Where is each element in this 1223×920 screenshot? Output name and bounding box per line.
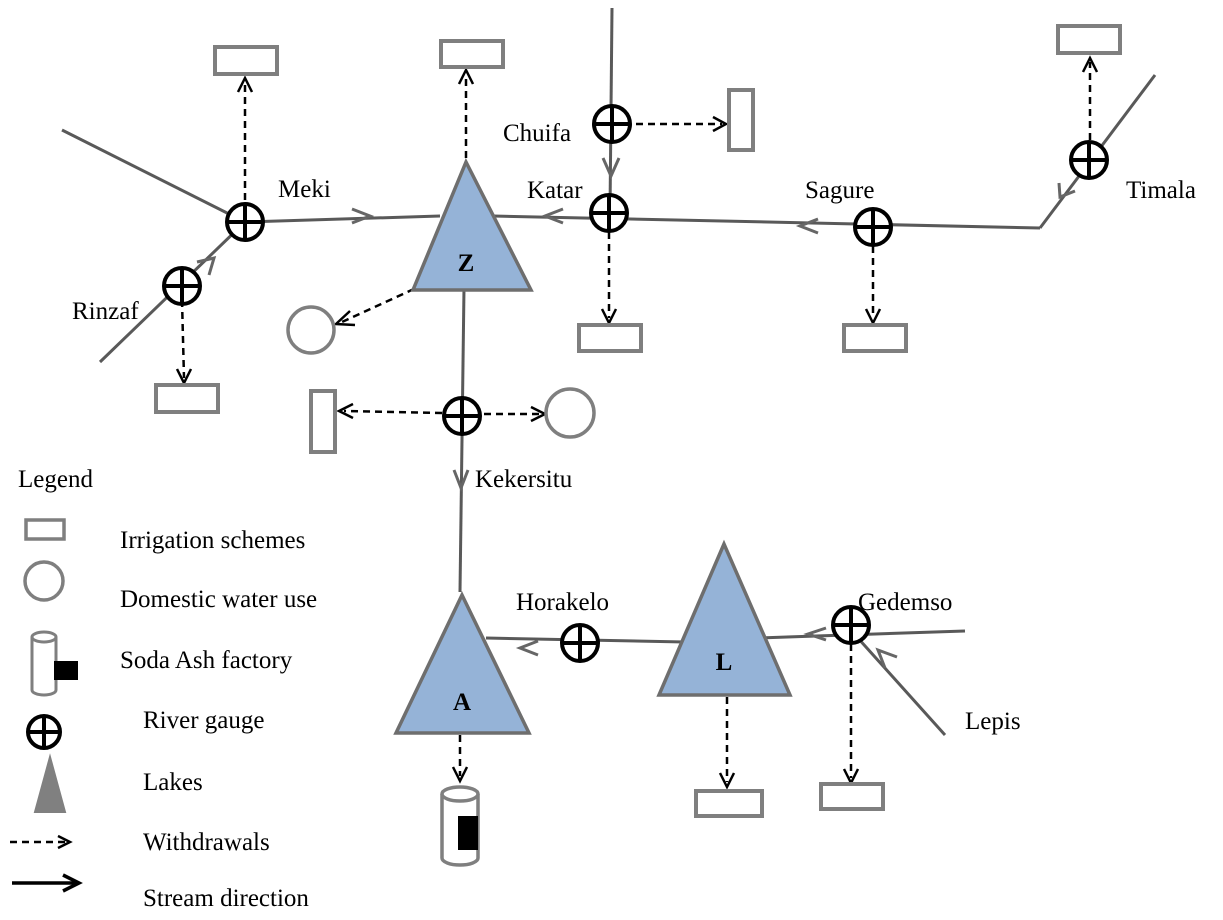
lake-z bbox=[410, 157, 534, 292]
station-label-meki: Meki bbox=[278, 176, 331, 203]
river-katar-sagure bbox=[492, 214, 1041, 230]
legend-label-soda-ash: Soda Ash factory bbox=[120, 647, 293, 674]
withdrawal-rinzaf-down bbox=[180, 299, 186, 379]
legend-irrigation-icon bbox=[24, 518, 66, 541]
river-meki bbox=[244, 214, 441, 224]
legend-label-irrigation: Irrigation schemes bbox=[120, 527, 305, 554]
legend-soda-ash-icon bbox=[30, 630, 78, 697]
river-gauge-sagure bbox=[853, 207, 893, 247]
legend-label-domestic: Domestic water use bbox=[120, 586, 317, 613]
irrigation-scheme bbox=[842, 323, 908, 353]
stream-arrow-sagure bbox=[795, 217, 819, 235]
withdrawal-meki-up-head bbox=[236, 75, 254, 93]
domestic-water-use bbox=[286, 305, 336, 355]
irrigation-scheme bbox=[154, 383, 220, 414]
river-gauge-gedemso bbox=[831, 605, 871, 645]
legend-withdrawal-icon bbox=[10, 834, 73, 850]
stream-arrow-gedemso bbox=[803, 626, 827, 642]
station-label-gedemso: Gedemso bbox=[858, 589, 952, 616]
station-labels: Meki Chuifa Katar Sagure Timala Rinzaf K… bbox=[72, 120, 1196, 735]
lakes: Z L A bbox=[393, 157, 793, 735]
irrigation-scheme bbox=[819, 782, 885, 811]
withdrawal-kekersitu-left-head bbox=[336, 402, 354, 420]
stream-arrow-katar bbox=[540, 207, 564, 225]
withdrawal-a-factory-head bbox=[451, 766, 469, 784]
withdrawal-z-domestic bbox=[341, 287, 415, 324]
stream-arrow-chuifa bbox=[601, 157, 621, 180]
irrigation-scheme bbox=[439, 39, 505, 69]
stream-arrow-rinzaf bbox=[196, 255, 217, 276]
irrigation-scheme bbox=[1056, 24, 1122, 55]
irrigation-scheme bbox=[694, 789, 764, 818]
withdrawal-z-up-head bbox=[457, 67, 475, 85]
legend-label-stream-direction: Stream direction bbox=[143, 885, 309, 912]
lake-l-label: L bbox=[716, 649, 733, 676]
withdrawal-kekersitu-left bbox=[343, 409, 443, 415]
withdrawal-chuifa-right-head bbox=[712, 115, 729, 133]
stream-arrow-meki bbox=[351, 207, 375, 225]
river-gauges bbox=[162, 104, 1109, 663]
station-label-sagure: Sagure bbox=[805, 177, 874, 204]
stream-arrow-lepis bbox=[875, 647, 898, 669]
river-gauge-kekersitu bbox=[442, 396, 482, 436]
withdrawal-l-down-head bbox=[718, 772, 736, 790]
legend-label-lakes: Lakes bbox=[143, 769, 203, 796]
stream-arrow-kekersitu bbox=[452, 469, 470, 493]
station-label-timala: Timala bbox=[1126, 177, 1196, 204]
river-meki-upper bbox=[61, 128, 246, 224]
lake-a-label: A bbox=[453, 689, 471, 716]
river-gauge-horakelo bbox=[560, 623, 600, 663]
river-gauge-meki bbox=[225, 202, 265, 242]
withdrawal-timala-up-head bbox=[1081, 55, 1099, 73]
river-kekersitu bbox=[458, 287, 466, 593]
soda-ash-factory bbox=[440, 785, 480, 867]
stream-arrow-timala bbox=[1057, 182, 1076, 200]
irrigation-scheme bbox=[213, 45, 279, 76]
irrigation-scheme bbox=[309, 389, 337, 454]
station-label-rinzaf: Rinzaf bbox=[72, 298, 139, 325]
legend-label-river-gauge: River gauge bbox=[143, 707, 264, 734]
river-gauge-timala bbox=[1069, 140, 1109, 180]
station-label-chuifa: Chuifa bbox=[503, 120, 571, 147]
domestic-water-uses bbox=[286, 305, 596, 439]
legend-river-gauge-icon bbox=[26, 714, 62, 750]
legend-title: Legend bbox=[18, 466, 93, 493]
irrigation-scheme bbox=[577, 323, 643, 353]
withdrawal-z-domestic-head bbox=[332, 310, 356, 327]
river-lepis bbox=[846, 625, 947, 737]
domestic-water-use bbox=[544, 387, 596, 439]
river-gauge-chuifa bbox=[592, 104, 632, 144]
station-label-horakelo: Horakelo bbox=[516, 589, 609, 616]
irrigation-schemes bbox=[154, 24, 1122, 818]
soda-ash-block bbox=[458, 816, 478, 850]
lake-a bbox=[393, 590, 532, 735]
lake-z-label: Z bbox=[458, 250, 475, 277]
legend-lake-icon bbox=[33, 753, 67, 813]
soda-ash-cylinder-top bbox=[440, 785, 480, 803]
lake-l bbox=[656, 539, 793, 697]
river-gauge-katar bbox=[589, 193, 629, 233]
river-gauge-rinzaf bbox=[162, 266, 202, 306]
legend: Legend Irrigation schemes Domestic water… bbox=[10, 466, 317, 912]
irrigation-scheme bbox=[727, 88, 755, 152]
station-label-kekersitu: Kekersitu bbox=[475, 466, 573, 493]
stream-arrow-horakelo bbox=[515, 639, 539, 657]
station-label-lepis: Lepis bbox=[965, 708, 1021, 735]
legend-domestic-icon bbox=[23, 560, 65, 602]
legend-stream-direction-icon bbox=[12, 873, 83, 893]
legend-label-withdrawals: Withdrawals bbox=[143, 829, 270, 856]
withdrawals bbox=[175, 55, 1099, 790]
station-label-katar: Katar bbox=[527, 177, 583, 204]
stream-direction-arrows bbox=[196, 157, 1076, 669]
